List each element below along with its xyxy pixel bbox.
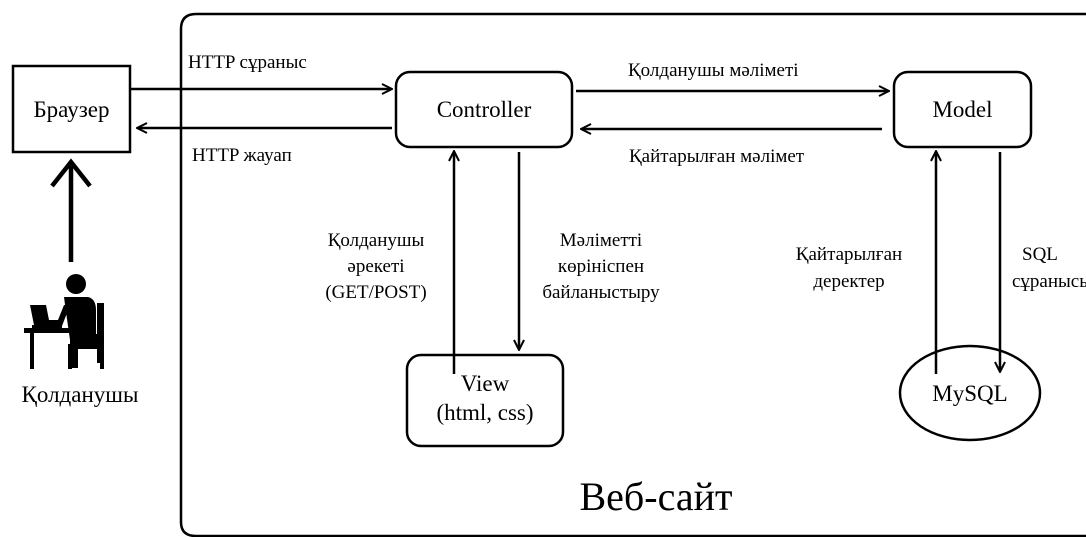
browser-label: Браузер <box>33 97 109 122</box>
model-box <box>892 70 1033 149</box>
view-box <box>405 353 565 448</box>
user-action-label-line3: (GET/POST) <box>325 282 426 303</box>
http-response-label: HTTP жауап <box>192 145 292 166</box>
bind-view-label-line2: көрініспен <box>558 256 644 277</box>
user-action-label-line1: Қолданушы <box>328 230 425 251</box>
user-label: Қолданушы <box>22 382 139 407</box>
returned-records-label-line2: деректер <box>813 271 884 292</box>
user-to-browser-arrowhead <box>50 158 92 188</box>
model-label: Model <box>932 97 992 122</box>
controller-label: Controller <box>437 97 532 122</box>
mysql-label: MySQL <box>932 381 1007 406</box>
user-action-label-line2: әрекеті <box>347 256 404 277</box>
returned-records-label-line1: Қайтарылған <box>796 244 902 265</box>
website-container <box>179 12 1086 537</box>
website-label: Веб-сайт <box>580 474 733 519</box>
user-data-label: Қолданушы мәліметі <box>628 60 799 81</box>
controller-box <box>394 70 574 149</box>
bind-view-label-line3: байланыстыру <box>542 282 660 303</box>
http-request-label: HTTP сұраныс <box>188 52 307 73</box>
bind-view-label-line1: Мәліметті <box>560 230 642 251</box>
view-label-line2: (html, css) <box>436 400 533 425</box>
browser-box <box>11 64 132 154</box>
returned-data-label: Қайтарылған мәлімет <box>629 146 805 167</box>
view-label-line1: View <box>461 371 510 396</box>
sql-query-label-line2: сұранысы <box>1012 271 1086 292</box>
person-at-laptop-icon <box>24 274 104 369</box>
sql-query-label-line1: SQL <box>1022 244 1058 265</box>
